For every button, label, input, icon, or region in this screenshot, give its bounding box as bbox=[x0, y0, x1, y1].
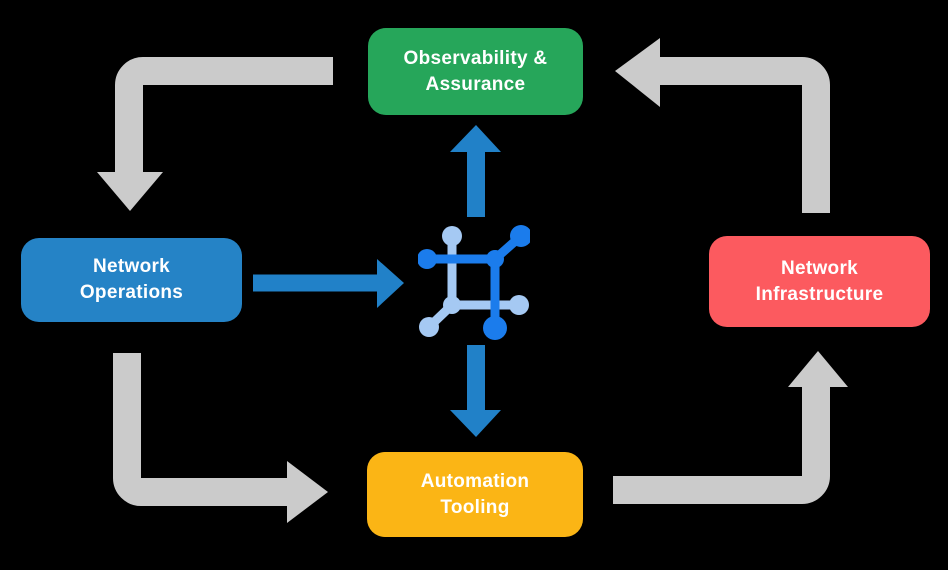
io-arrow-platform-to-automation bbox=[450, 345, 501, 437]
node-network-infrastructure: Network Infrastructure bbox=[709, 236, 930, 327]
node-network-operations: Network Operations bbox=[21, 238, 242, 322]
io-arrowhead-right-icon bbox=[377, 259, 404, 308]
node-automation-tooling-label: Automation Tooling bbox=[420, 470, 530, 518]
cycle-arrow-operations-to-automation bbox=[113, 353, 328, 523]
cycle-arrowhead-down-icon bbox=[97, 172, 163, 211]
node-network-infrastructure-label: Network Infrastructure bbox=[755, 257, 884, 305]
cycle-arrow-shaft bbox=[113, 353, 287, 506]
io-arrowhead-down-icon bbox=[450, 410, 501, 437]
io-arrowhead-up-icon bbox=[450, 125, 501, 152]
network-mesh-icon bbox=[418, 225, 530, 340]
node-observability-assurance-label: Observability & Assurance bbox=[403, 47, 548, 95]
cycle-arrow-shaft bbox=[613, 387, 830, 504]
io-arrow-platform-to-observability bbox=[450, 125, 501, 217]
cycle-arrow-shaft bbox=[660, 57, 830, 213]
node-network-operations-label: Network Operations bbox=[79, 256, 184, 303]
network-mesh-icon-primary-nodes bbox=[418, 225, 530, 340]
cycle-arrowhead-left-icon bbox=[615, 38, 660, 107]
network-mesh-icon-secondary-nodes bbox=[419, 226, 529, 337]
cycle-arrow-shaft bbox=[115, 57, 333, 172]
cycle-arrowhead-right-icon bbox=[287, 461, 328, 523]
node-observability-assurance: Observability & Assurance bbox=[368, 28, 583, 115]
cycle-arrow-observability-to-operations bbox=[97, 57, 333, 211]
cycle-arrowhead-up-icon bbox=[788, 351, 848, 387]
node-automation-tooling: Automation Tooling bbox=[367, 452, 583, 537]
cycle-arrow-automation-to-infrastructure bbox=[613, 351, 848, 504]
io-arrow-operations-to-platform bbox=[253, 259, 404, 308]
cycle-arrow-infrastructure-to-observability bbox=[615, 38, 830, 213]
